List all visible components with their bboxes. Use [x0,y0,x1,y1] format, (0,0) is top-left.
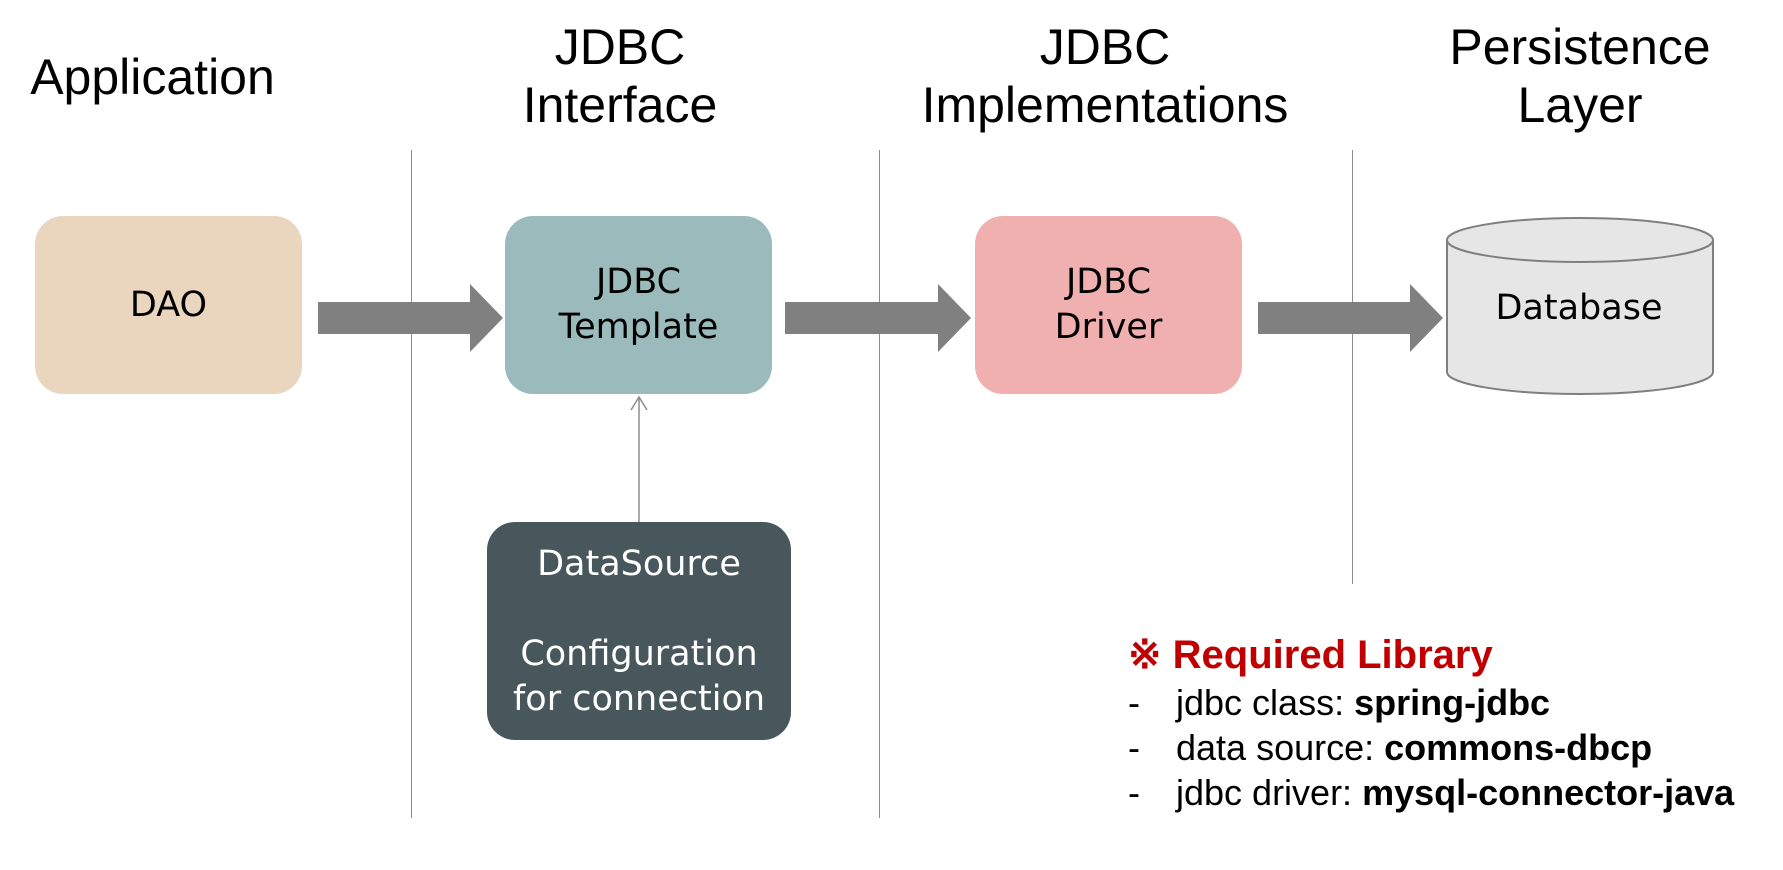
jdbc-driver-box: JDBC Driver [975,216,1242,394]
header-jdbc-implementations-line-1: JDBC [1039,19,1171,75]
datasource-line-1: Configuration [520,634,758,674]
header-persistence-layer-line-1: Persistence [1449,19,1711,75]
divider-interface-implementations [879,150,880,818]
header-jdbc-interface-line-1: JDBC [554,19,686,75]
jdbc-template-label-line-2: Template [558,307,719,347]
database-cylinder [1446,217,1714,395]
library-item-jdbc-driver: -jdbc driver: mysql-connector-java [1128,770,1734,815]
header-jdbc-interface: JDBC Interface [470,18,770,134]
jdbc-driver-label-line-1: JDBC [1065,262,1152,302]
header-application-line: Application [30,49,275,105]
reference-mark-icon: ※ [1128,633,1162,677]
arrow-dao-to-template [318,284,503,352]
library-item-label: data source: [1176,727,1385,768]
library-item-label: jdbc driver: [1176,772,1363,813]
arrow-template-to-driver [785,284,971,352]
header-persistence-layer: Persistence Layer [1420,18,1740,134]
arrow-driver-to-database [1258,284,1443,352]
divider-implementations-persistence [1352,150,1353,584]
header-jdbc-implementations-line-2: Implementations [921,77,1289,133]
header-jdbc-interface-line-2: Interface [522,77,718,133]
datasource-box: DataSource Configuration for connection [487,522,791,740]
library-item-label: jdbc class: [1176,682,1355,723]
jdbc-template-label-line-1: JDBC [595,262,682,302]
header-application: Application [15,48,290,106]
datasource-line-2: for connection [512,679,766,719]
dao-label: DAO [129,284,208,325]
library-item-dash: - [1128,727,1140,768]
jdbc-driver-label-line-2: Driver [1054,307,1163,347]
header-persistence-layer-line-2: Layer [1517,77,1643,133]
library-item-value: spring-jdbc [1354,682,1551,723]
required-library-note: ※ Required Library -jdbc class: spring-j… [1128,630,1734,815]
library-item-data-source: -data source: commons-dbcp [1128,725,1734,770]
header-jdbc-implementations: JDBC Implementations [905,18,1305,134]
library-item-value: mysql-connector-java [1362,772,1735,813]
library-item-dash: - [1128,772,1140,813]
database-label: Database [1495,288,1663,328]
datasource-title: DataSource [537,544,741,584]
dao-box: DAO [35,216,302,394]
jdbc-template-box: JDBC Template [505,216,772,394]
library-item-value: commons-dbcp [1384,727,1653,768]
library-item-jdbc-class: -jdbc class: spring-jdbc [1128,680,1734,725]
divider-application-interface [411,150,412,818]
connector-arrowhead [630,395,648,411]
required-library-title-text: Required Library [1172,633,1493,677]
library-item-dash: - [1128,682,1140,723]
required-library-title: ※ Required Library [1128,630,1734,680]
